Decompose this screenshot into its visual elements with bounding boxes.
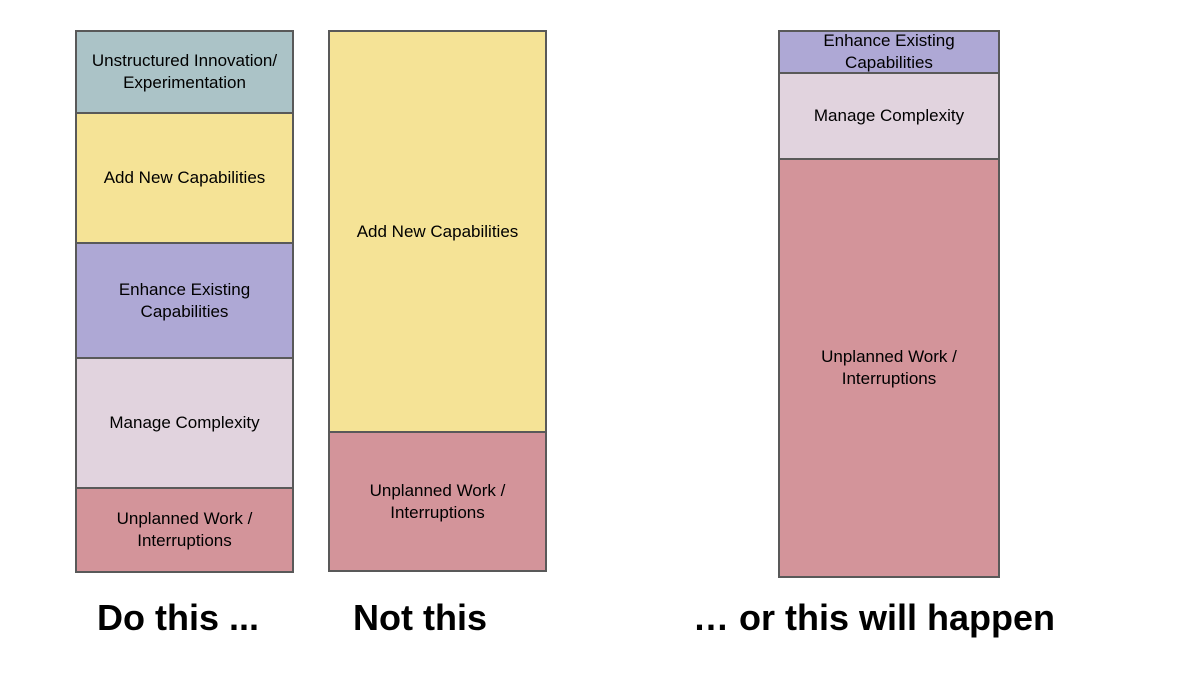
segment-label: Enhance Existing Capabilities — [118, 279, 251, 321]
caption-not-this: Not this — [353, 597, 487, 638]
stacked-bar-do-this: Unstructured Innovation/ Experimentation… — [75, 30, 294, 573]
segment-label: Add New Capabilities — [356, 221, 519, 241]
bar-segment: Unstructured Innovation/ Experimentation — [77, 32, 292, 112]
segment-label: Manage Complexity — [109, 413, 260, 433]
bar-segment: Enhance Existing Capabilities — [780, 32, 998, 72]
segment-label: Enhance Existing Capabilities — [823, 32, 955, 72]
bar-segment: Add New Capabilities — [77, 112, 292, 242]
caption-or-this-will-happen: … or this will happen — [692, 597, 1056, 638]
bar-segment: Enhance Existing Capabilities — [77, 242, 292, 357]
segment-label: Unplanned Work / Interruptions — [821, 347, 957, 388]
bar-segment: Unplanned Work / Interruptions — [330, 431, 545, 570]
segment-label: Manage Complexity — [813, 106, 965, 126]
bar-segment: Unplanned Work / Interruptions — [780, 158, 998, 576]
bar-segment: Manage Complexity — [77, 357, 292, 487]
bar-segment: Add New Capabilities — [330, 32, 545, 431]
bar-segment: Unplanned Work / Interruptions — [77, 487, 292, 571]
segment-label: Unplanned Work / Interruptions — [116, 509, 253, 550]
caption-do-this: Do this ... — [97, 597, 259, 638]
segment-label: Unstructured Innovation/ Experimentation — [91, 51, 278, 92]
segment-label: Unplanned Work / Interruptions — [369, 480, 506, 522]
bar-segment: Manage Complexity — [780, 72, 998, 158]
segment-label: Add New Capabilities — [103, 168, 266, 188]
